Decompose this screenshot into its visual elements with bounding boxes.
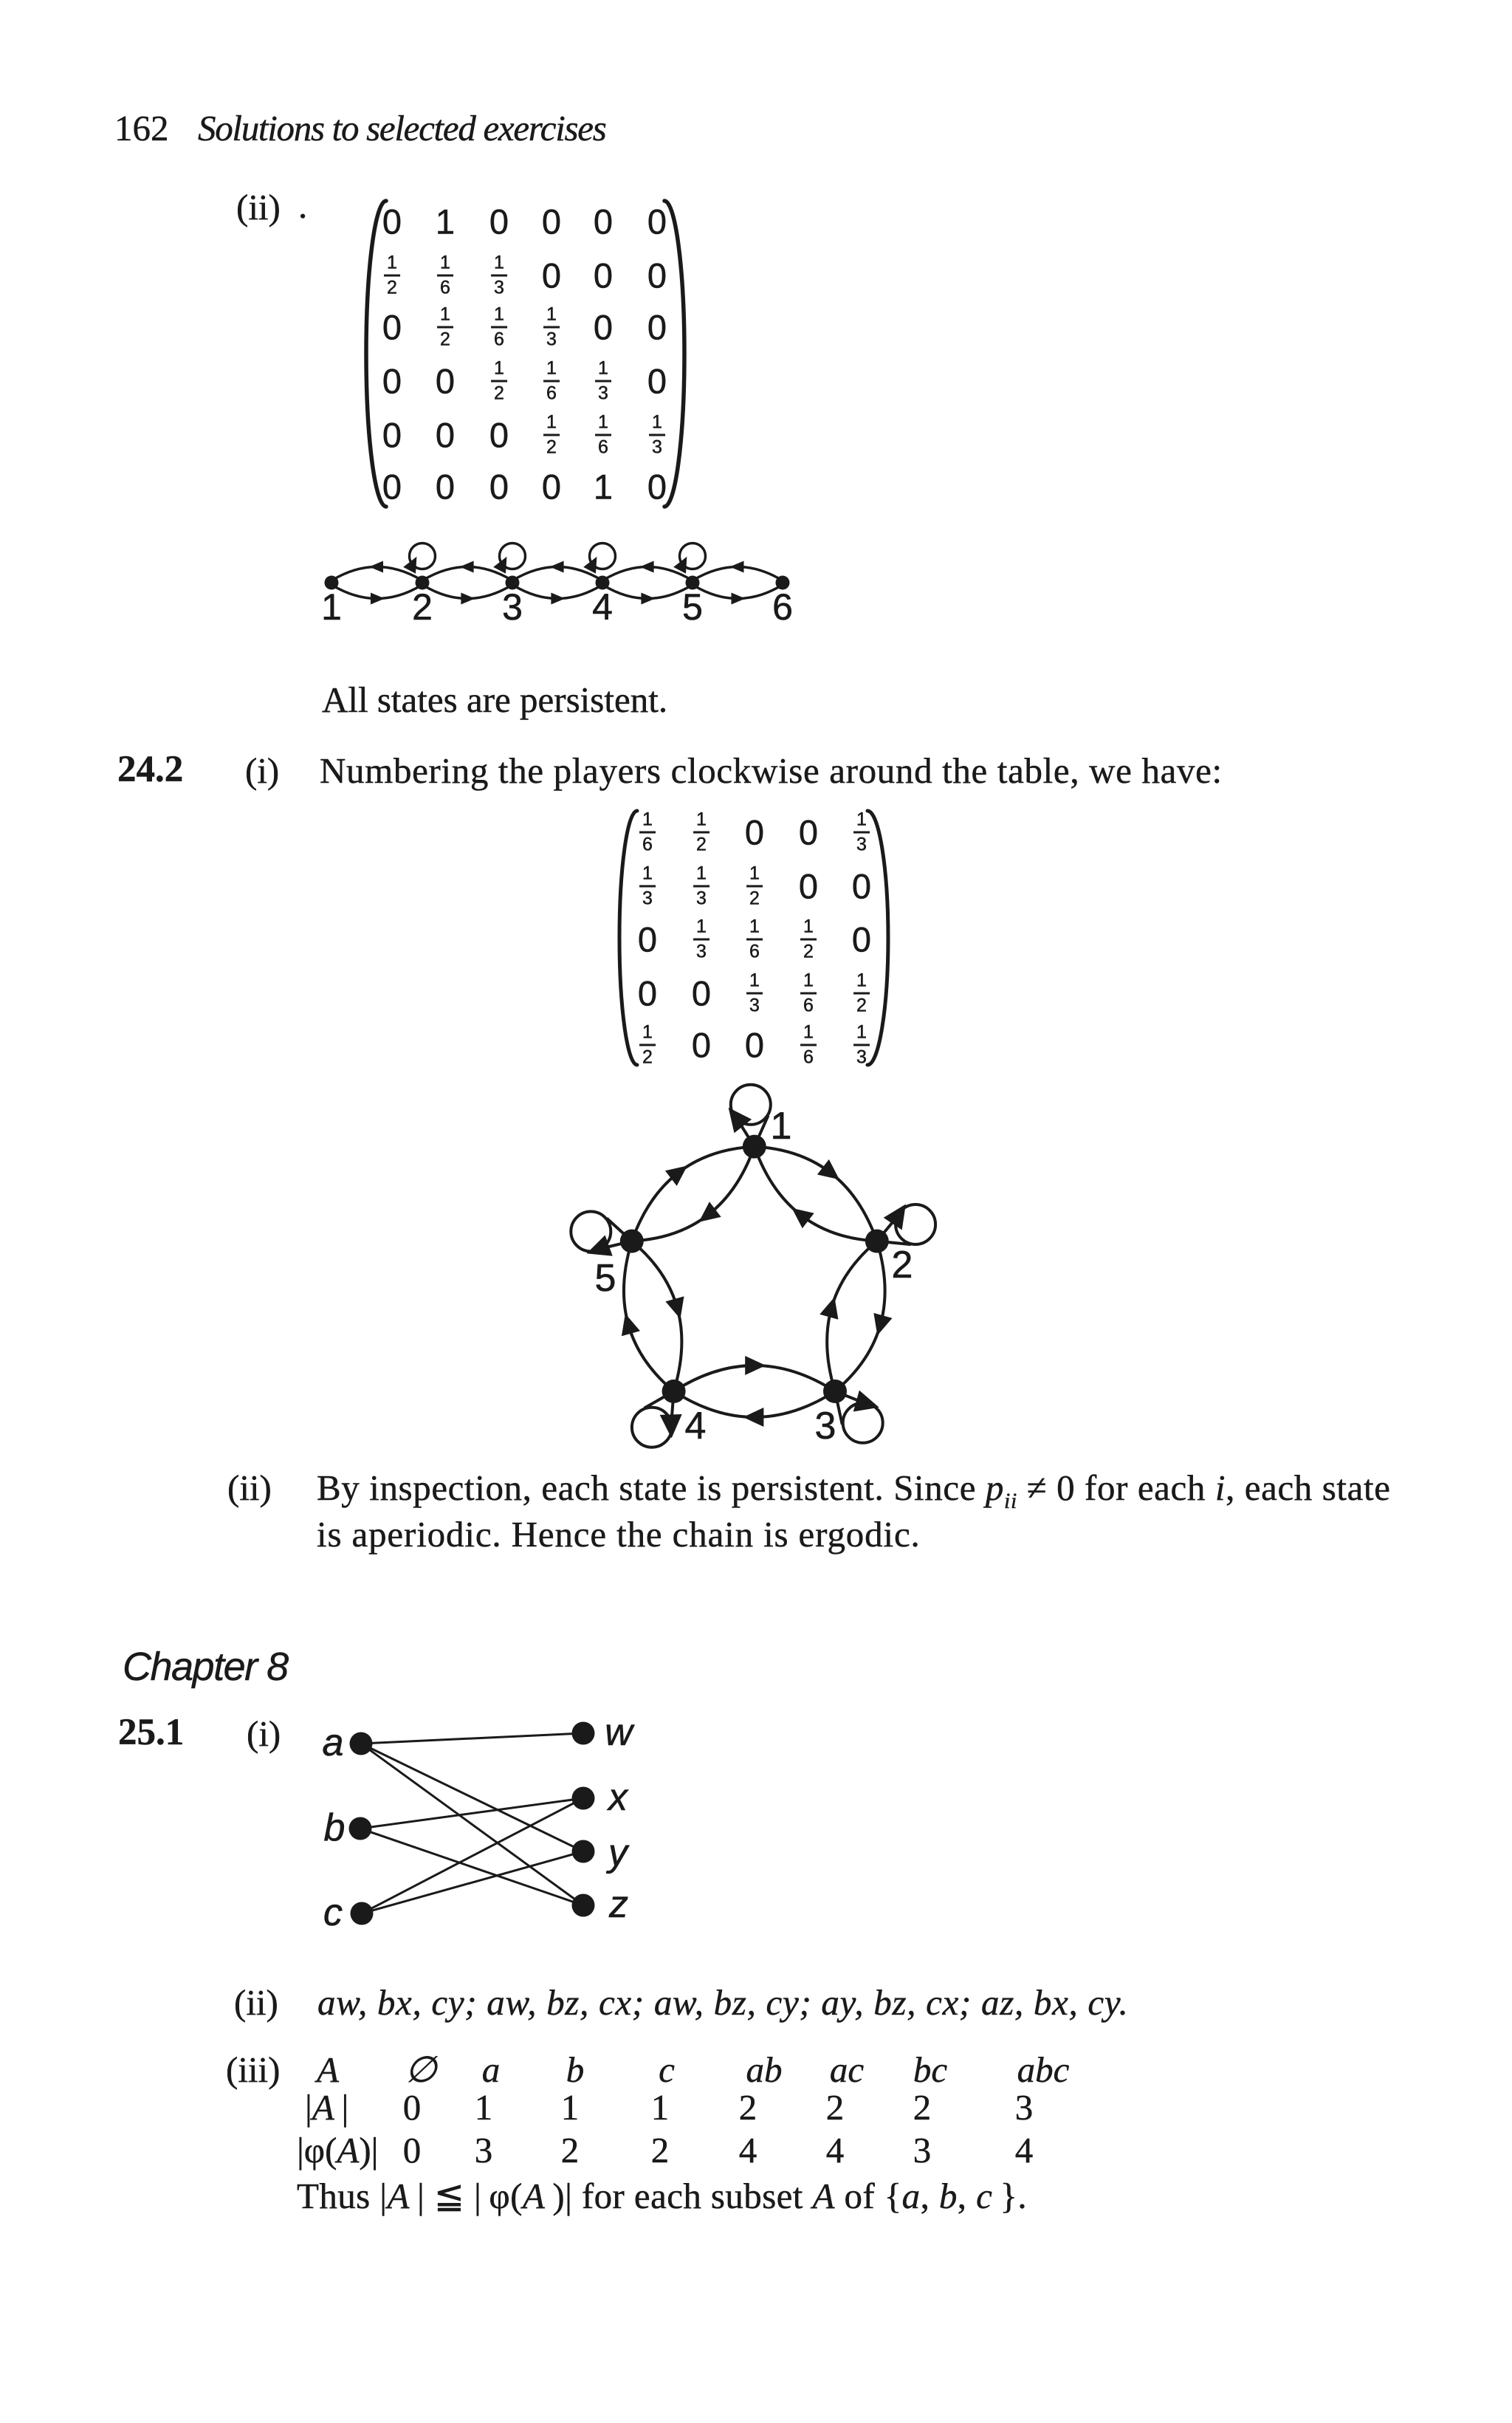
svg-text:1: 1 bbox=[771, 1105, 792, 1148]
svg-text:w: w bbox=[605, 1711, 635, 1754]
svg-text:4: 4 bbox=[592, 586, 613, 628]
svg-text:5: 5 bbox=[595, 1257, 616, 1300]
svg-text:6: 6 bbox=[772, 586, 793, 628]
svg-text:2: 2 bbox=[412, 586, 433, 628]
svg-text:z: z bbox=[608, 1883, 628, 1926]
svg-text:c: c bbox=[323, 1891, 343, 1934]
svg-text:3: 3 bbox=[502, 586, 523, 628]
svg-text:3: 3 bbox=[815, 1405, 836, 1447]
svg-text:b: b bbox=[324, 1806, 346, 1849]
svg-text:1: 1 bbox=[321, 586, 342, 628]
svg-text:a: a bbox=[323, 1721, 344, 1764]
svg-text:5: 5 bbox=[682, 586, 703, 628]
svg-text:y: y bbox=[606, 1831, 630, 1874]
svg-text:4: 4 bbox=[685, 1405, 707, 1447]
svg-text:x: x bbox=[606, 1776, 629, 1819]
svg-text:2: 2 bbox=[892, 1244, 913, 1286]
